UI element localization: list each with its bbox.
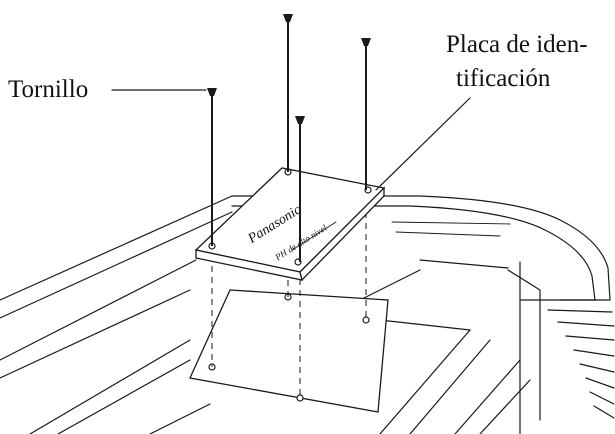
recess-hole [296,394,304,402]
plate-label-line1: Placa de iden- [446,31,588,58]
alignment-lines [211,170,367,398]
screw-1 [207,88,217,246]
plate-callout: Placa de iden- tificación [375,31,588,191]
screw-3 [361,38,371,190]
screws [207,14,371,262]
device-housing [0,195,615,434]
recess-hole [362,316,370,324]
plate-label-line2: tificación [456,65,551,92]
screw-callout: Tornillo [8,76,207,103]
plate-recess [189,289,389,413]
identification-plate: Panasonic PH de alto nivel [194,167,386,282]
screw-label: Tornillo [8,76,88,103]
screw-2 [283,14,293,172]
screw-4 [295,116,305,262]
